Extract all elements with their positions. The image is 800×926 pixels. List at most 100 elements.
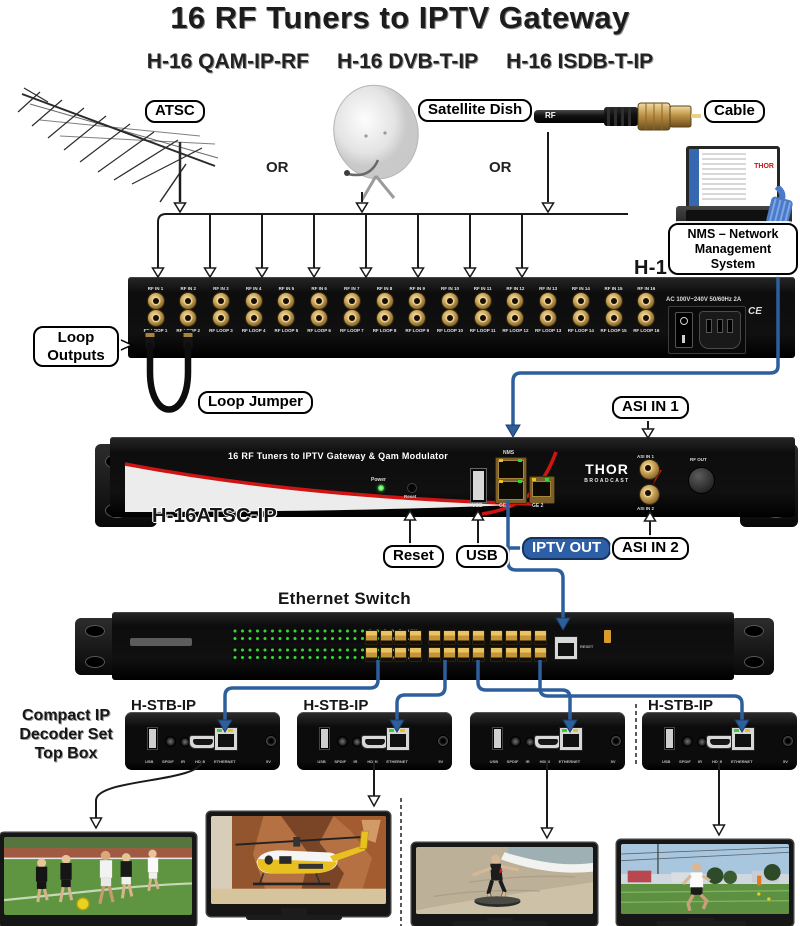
panel-title: 16 RF Tuners to IPTV Gateway & Qam Modul… [228, 451, 449, 461]
model-1: H-16 QAM-IP-RF [146, 50, 309, 73]
ethernet-port[interactable] [730, 727, 755, 751]
rf-loop-label: RF LOOP 6 [307, 327, 331, 333]
or-label-2: OR [489, 159, 512, 176]
rf-loop-label: RF LOOP 15 [600, 327, 627, 333]
rf-loop-label: RF LOOP 10 [436, 327, 464, 333]
usb-label: USB [145, 759, 154, 764]
usb-port-label: USB [472, 503, 483, 509]
rf-loop-connector [409, 310, 426, 326]
source-to-bus-lines [157, 132, 628, 268]
usb-label: USB [317, 759, 326, 764]
dc-jack[interactable] [437, 735, 450, 747]
ethernet-label: ETHERNET [558, 759, 581, 764]
switch-port-group-3[interactable] [490, 630, 548, 663]
rf-in-connector [245, 292, 262, 309]
ac-rating-label: AC 100V~240V 50/60Hz 2A [666, 297, 742, 303]
switch-port-group-2[interactable] [428, 630, 486, 663]
spdif-label: SPDIF [678, 759, 691, 764]
tv-screen-helicopter [207, 812, 390, 916]
ce-mark: CE [748, 306, 762, 317]
dc-label: 5V [610, 759, 616, 764]
rf-in-label: RF IN 16 [637, 286, 656, 291]
rf-in-label: RF IN 7 [344, 286, 360, 291]
gateway-front-panel: 16 RF Tuners to IPTV Gateway & Qam Modul… [110, 437, 795, 517]
spdif-port[interactable] [165, 736, 176, 747]
rf-loop-label: RF LOOP 13 [535, 327, 562, 333]
hdmi-label: HDMI [711, 759, 723, 764]
rf-port-column: RF IN 4 RF LOOP 4 [238, 286, 269, 333]
tv2-stand-base [246, 915, 342, 920]
rf-cable-label: RF [545, 111, 556, 120]
spdif-label: SPDIF [506, 759, 519, 764]
ge1-label: GE 1 [499, 503, 511, 509]
rf-in-connector [474, 292, 491, 309]
tv4-stand-base [656, 921, 746, 926]
rf-port-column: RF IN 13 RF LOOP 13 [533, 286, 564, 333]
stb-name-label: H-STB-IP [131, 697, 196, 714]
stb-name-label: H-STB-IP [303, 697, 369, 714]
stb-caption: Compact IP Decoder Set Top Box [10, 706, 122, 764]
rf-loop-label: RF LOOP 8 [372, 327, 397, 333]
hdmi-port[interactable] [705, 735, 734, 749]
usb-port[interactable] [663, 727, 675, 750]
dc-jack[interactable] [781, 735, 794, 747]
hdmi-port[interactable] [189, 735, 217, 749]
rf-in-label: RF IN 10 [440, 286, 459, 291]
switch-port-group-1[interactable] [365, 630, 423, 663]
continuation-dashed-lines [400, 704, 637, 926]
rf-loop-label: RF LOOP 5 [274, 327, 299, 333]
asi-in-1-badge: ASI IN 1 [612, 396, 689, 419]
usb-label: USB [661, 759, 671, 764]
dc-jack[interactable] [609, 735, 622, 747]
rfout-knob[interactable] [688, 467, 715, 494]
rf-in-label: RF IN 15 [604, 286, 623, 291]
nms-ge1-dual-port[interactable] [495, 457, 527, 504]
rf-in-connector [180, 292, 197, 309]
rf-loop-connector [311, 310, 328, 326]
spdif-port[interactable] [509, 736, 521, 747]
rf-port-column: RF IN 9 RF LOOP 9 [402, 286, 433, 333]
spdif-port[interactable] [681, 736, 693, 747]
rf-port-column: RF IN 7 RF LOOP 7 [336, 286, 367, 333]
black-arrowheads [151, 202, 555, 279]
rf-loop-label: RF LOOP 1 [143, 327, 168, 333]
tv3-stand-base [452, 921, 548, 926]
rf-loop-connector [507, 310, 524, 326]
spdif-port[interactable] [337, 736, 349, 747]
rf-in-label: RF IN 6 [311, 286, 327, 291]
asi2-connector[interactable] [640, 485, 659, 504]
usb-port[interactable] [147, 727, 158, 750]
rf-loop-label: RF LOOP 3 [209, 327, 233, 333]
model-2: H-16 DVB-T-IP [336, 50, 479, 73]
switch-uplink-port[interactable] [554, 636, 578, 660]
rf-in-label: RF IN 14 [571, 286, 590, 291]
ge2-label: GE 2 [532, 503, 544, 509]
switch-right-rack-ear [730, 618, 774, 675]
usb-port[interactable] [319, 727, 331, 750]
rf-loop-connector [147, 310, 164, 326]
rf-port-column: RF IN 12 RF LOOP 12 [500, 286, 531, 333]
thor-logo: THOR BROADCAST [562, 461, 652, 484]
cable-badge: Cable [704, 100, 765, 123]
gateway-model-name: H-16ATSC-IP [152, 505, 278, 527]
ge2-port[interactable] [529, 476, 555, 504]
spdif-label: SPDIF [334, 759, 347, 764]
dc-jack[interactable] [265, 735, 277, 747]
rf-in-connector [311, 292, 328, 309]
hdmi-label: HDMI [539, 759, 550, 764]
usb-port[interactable] [491, 727, 503, 750]
rf-in-label: RF IN 1 [147, 286, 164, 291]
asi1-connector[interactable] [640, 460, 659, 479]
rf-in-label: RF IN 3 [213, 286, 229, 291]
ethernet-port[interactable] [386, 727, 411, 751]
usb-port[interactable] [470, 468, 487, 503]
rf-port-column: RF IN 10 RF LOOP 10 [434, 286, 465, 333]
reset-hole[interactable] [407, 483, 417, 493]
dc-label: 5V [266, 759, 271, 764]
rf-in-label: RF IN 12 [506, 286, 525, 291]
ir-label: IR [525, 759, 530, 764]
ethernet-port[interactable] [558, 727, 583, 751]
